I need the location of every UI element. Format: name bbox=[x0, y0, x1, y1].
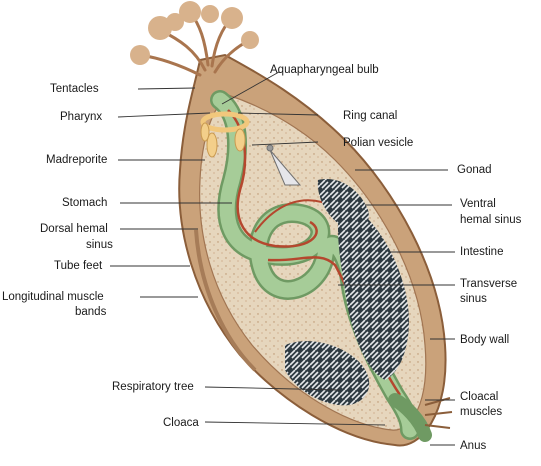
polian-vesicles bbox=[200, 122, 246, 158]
label-madreporite: Madreporite bbox=[46, 154, 108, 166]
label-tentacles: Tentacles bbox=[50, 83, 99, 95]
longitudinal-muscle-band bbox=[194, 229, 257, 372]
label-body-wall: Body wall bbox=[460, 334, 510, 346]
label-ring-canal: Ring canal bbox=[343, 110, 398, 122]
label-respiratory-tree: Respiratory tree bbox=[112, 381, 194, 393]
label-polian-vesicle: Polian vesicle bbox=[343, 137, 414, 149]
respiratory-tree-right bbox=[337, 200, 409, 380]
label-cloaca: Cloaca bbox=[163, 417, 199, 429]
label-gonad: Gonad bbox=[457, 164, 492, 176]
label-dorsal-hemal-sinus-2: sinus bbox=[86, 239, 113, 251]
label-aquapharyngeal-bulb: Aquapharyngeal bulb bbox=[270, 64, 379, 76]
polian-vesicle bbox=[266, 144, 302, 186]
label-transverse-sinus-2: sinus bbox=[460, 293, 487, 305]
label-cloacal-muscles-2: muscles bbox=[460, 406, 503, 418]
label-stomach: Stomach bbox=[62, 197, 108, 209]
label-ventral-hemal-sinus-2: hemal sinus bbox=[460, 214, 522, 226]
label-dorsal-hemal-sinus-1: Dorsal hemal bbox=[40, 223, 108, 235]
label-ventral-hemal-sinus-1: Ventral bbox=[460, 198, 496, 210]
cloaca bbox=[388, 393, 432, 442]
label-anus: Anus bbox=[460, 440, 487, 452]
label-tube-feet: Tube feet bbox=[54, 260, 103, 272]
tentacle-tips bbox=[130, 1, 259, 65]
label-cloacal-muscles-1: Cloacal bbox=[460, 391, 499, 403]
label-longitudinal-muscle-bands-1: Longitudinal muscle bbox=[2, 291, 104, 303]
label-longitudinal-muscle-bands-2: bands bbox=[75, 306, 107, 318]
label-intestine: Intestine bbox=[460, 246, 504, 258]
label-pharynx: Pharynx bbox=[60, 111, 103, 123]
leader-lines bbox=[110, 71, 455, 446]
ring-canal bbox=[200, 111, 250, 133]
label-transverse-sinus-1: Transverse bbox=[460, 278, 518, 290]
